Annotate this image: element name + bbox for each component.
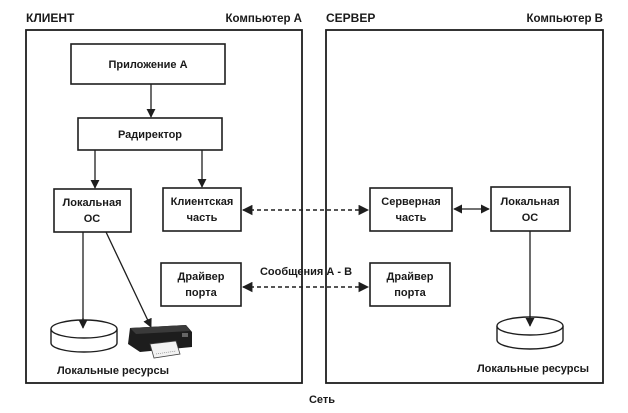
messages-label: Сообщения А - В	[260, 266, 352, 278]
client-port-driver-label-2: порта	[185, 287, 217, 299]
client-computer-label: Компьютер А	[225, 13, 302, 25]
app-a-label: Приложение А	[108, 59, 187, 71]
server-part-box[interactable]: Серверная часть	[369, 187, 453, 232]
server-title: СЕРВЕР	[326, 11, 375, 25]
redirector-label: Радиректор	[118, 129, 182, 141]
network-label: Сеть	[309, 394, 335, 406]
server-part-label-2: часть	[396, 212, 427, 224]
server-local-os-label-1: Локальная	[501, 196, 560, 208]
client-part-box[interactable]: Клиентская часть	[162, 187, 242, 232]
server-port-driver-label-2: порта	[394, 287, 426, 299]
app-a-box[interactable]: Приложение А	[70, 43, 226, 85]
server-port-driver-label-1: Драйвер	[387, 271, 434, 283]
server-port-driver-box[interactable]: Драйвер порта	[369, 262, 451, 307]
disk-icon	[496, 316, 564, 350]
server-resources-label: Локальные ресурсы	[477, 363, 589, 375]
client-resources-label: Локальные ресурсы	[57, 365, 169, 377]
client-title: КЛИЕНТ	[26, 11, 75, 25]
disk-icon	[50, 318, 118, 353]
client-port-driver-label-1: Драйвер	[178, 271, 225, 283]
client-local-os-label-1: Локальная	[63, 197, 122, 209]
client-part-label-1: Клиентская	[171, 196, 234, 208]
client-local-os-label-2: ОС	[84, 213, 101, 225]
printer-icon	[128, 325, 192, 359]
arrow-local-os-to-printer	[105, 231, 152, 328]
server-computer-label: Компьютер В	[526, 13, 603, 25]
client-part-label-2: часть	[187, 212, 218, 224]
client-local-os-box[interactable]: Локальная ОС	[53, 188, 132, 233]
server-local-os-box[interactable]: Локальная ОС	[490, 186, 571, 232]
server-local-os-label-2: ОС	[522, 212, 539, 224]
redirector-box[interactable]: Радиректор	[77, 117, 223, 151]
client-port-driver-box[interactable]: Драйвер порта	[160, 262, 242, 307]
server-part-label-1: Серверная	[381, 196, 440, 208]
